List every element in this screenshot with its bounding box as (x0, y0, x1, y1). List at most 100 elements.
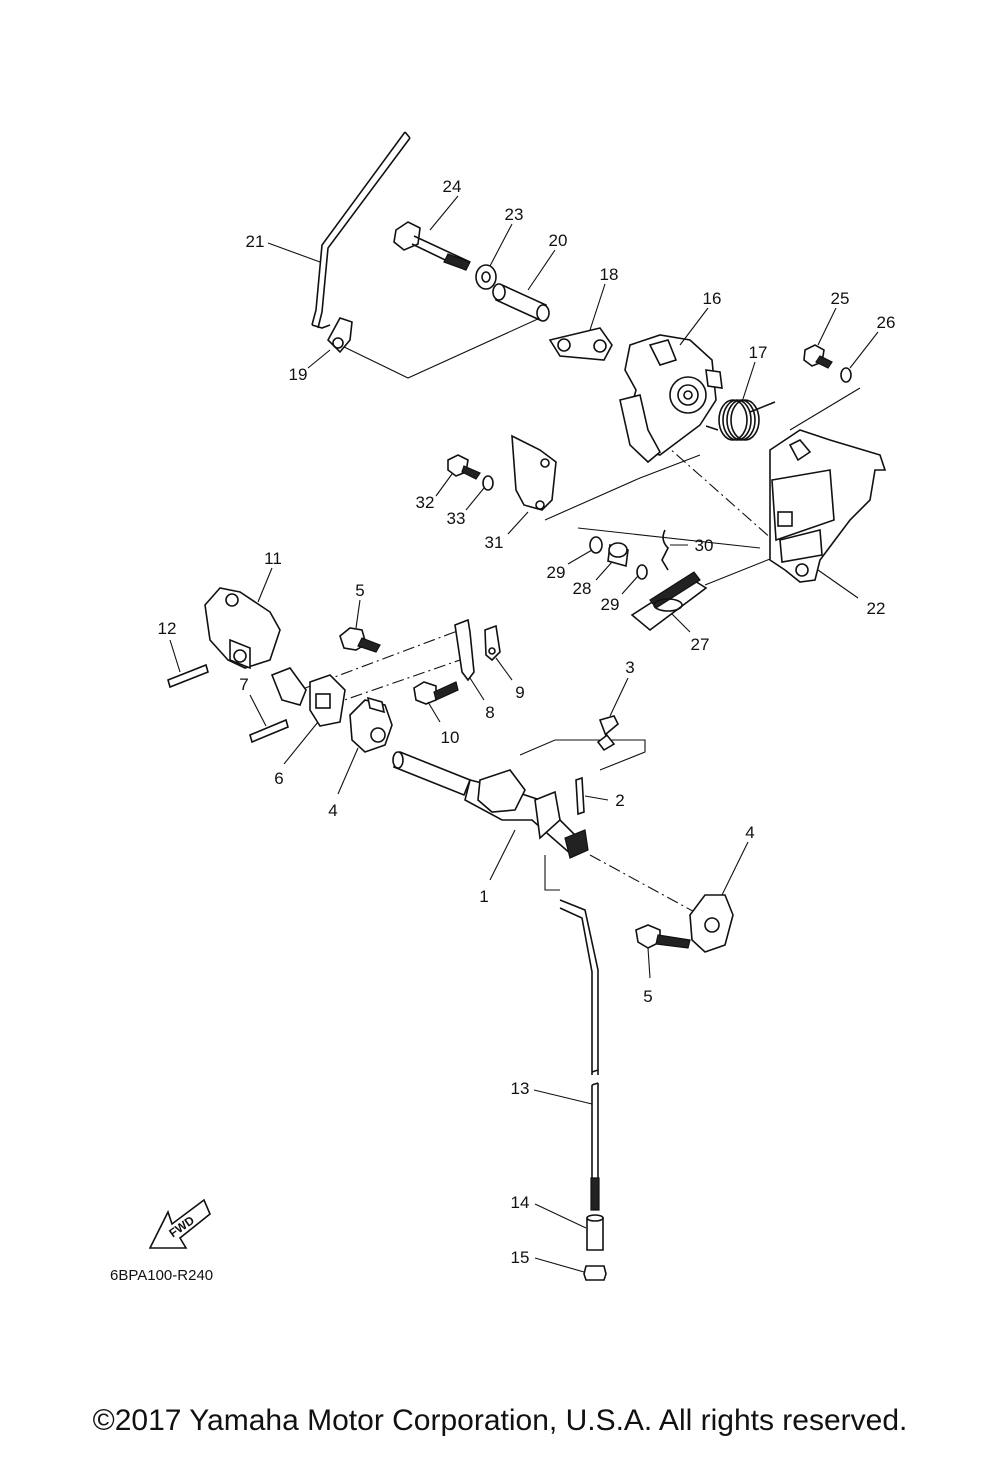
callout-3: 3 (609, 658, 635, 717)
callout-label: 21 (246, 232, 265, 251)
fwd-arrow-icon: FWD (148, 1198, 211, 1249)
callout-17: 17 (741, 343, 768, 403)
part-10-bolt (413, 681, 459, 705)
callout-5-upper: 5 (355, 581, 365, 629)
callout-label: 15 (511, 1248, 530, 1267)
part-8-plate (454, 618, 475, 682)
part-21-shift-rod (311, 131, 411, 329)
callout-33: 33 (447, 487, 485, 528)
callout-label: 4 (328, 801, 337, 820)
callout-5-lower: 5 (643, 947, 653, 1006)
part-9-plate (484, 624, 501, 662)
callout-label: 14 (511, 1193, 530, 1212)
callout-16: 16 (679, 289, 722, 346)
callout-25: 25 (817, 289, 850, 346)
callout-label: 20 (549, 231, 568, 250)
callout-24: 24 (429, 177, 462, 231)
part-2-pin (575, 776, 585, 816)
part-15-nut (583, 1265, 607, 1281)
part-33-washer (482, 475, 494, 491)
callout-32: 32 (416, 473, 453, 512)
part-13-rod (559, 899, 600, 1211)
callout-18: 18 (589, 265, 619, 331)
part-20-collar (492, 283, 550, 322)
callout-label: 23 (505, 205, 524, 224)
part-31-plate (511, 434, 557, 511)
diagram-code: 6BPA100-R240 (110, 1267, 213, 1284)
callout-13: 13 (511, 1079, 593, 1105)
assembly-lines (299, 317, 861, 916)
callout-label: 7 (239, 675, 248, 694)
copyright-notice: ©2017 Yamaha Motor Corporation, U.S.A. A… (92, 1404, 908, 1437)
callout-label: 24 (443, 177, 462, 196)
part-23-washer (475, 264, 497, 290)
part-3-clip (596, 715, 619, 752)
part-18-link (548, 327, 613, 361)
part-19-joint (327, 317, 353, 354)
callout-label: 25 (831, 289, 850, 308)
part-4-joint-lower (689, 894, 734, 953)
callout-label: 32 (416, 493, 435, 512)
part-7-pin (249, 718, 289, 744)
callout-label: 10 (441, 728, 460, 747)
callout-8: 8 (469, 677, 495, 722)
callout-label: 8 (485, 703, 494, 722)
callout-29-lower: 29 (601, 575, 639, 614)
callout-label: 29 (601, 595, 620, 614)
part-25-bolt (803, 344, 833, 369)
callout-19: 19 (289, 349, 331, 384)
part-16-lever-assembly (619, 334, 723, 464)
part-22-bracket (769, 429, 887, 583)
part-30-clip (661, 529, 669, 571)
callout-label: 33 (447, 509, 466, 528)
callout-label: 16 (703, 289, 722, 308)
callout-1: 1 (479, 829, 516, 906)
callout-7: 7 (239, 675, 267, 727)
part-29-washer-lower (636, 564, 648, 580)
part-5-bolt-upper (339, 627, 381, 653)
callout-label: 18 (600, 265, 619, 284)
callout-label: 2 (615, 791, 624, 810)
part-27-slider (630, 571, 708, 632)
part-14-sleeve (586, 1214, 604, 1251)
callout-label: 26 (877, 313, 896, 332)
part-12-pin (167, 663, 209, 689)
callout-6: 6 (274, 721, 319, 788)
callout-label: 5 (643, 987, 652, 1006)
callout-4-lower: 4 (721, 823, 755, 896)
callout-label: 31 (485, 533, 504, 552)
callout-label: 28 (573, 579, 592, 598)
callout-15: 15 (511, 1248, 585, 1273)
part-5-bolt-lower (635, 924, 691, 949)
callout-label: 9 (515, 683, 524, 702)
callout-9: 9 (495, 657, 525, 702)
callout-27: 27 (671, 613, 710, 654)
callouts: 24 23 20 21 18 16 25 26 (158, 177, 896, 1273)
callout-20: 20 (527, 231, 568, 291)
callout-label: 12 (158, 619, 177, 638)
callout-23: 23 (489, 205, 524, 267)
callout-29-upper: 29 (547, 549, 593, 582)
callout-label: 19 (289, 365, 308, 384)
callout-10: 10 (427, 701, 460, 747)
callout-2: 2 (584, 791, 625, 810)
callout-label: 30 (695, 536, 714, 555)
part-28-collar (607, 542, 629, 568)
callout-4-upper: 4 (328, 747, 359, 820)
callout-label: 3 (625, 658, 634, 677)
callout-label: 27 (691, 635, 710, 654)
part-32-bolt (447, 454, 481, 480)
part-6-cam (270, 667, 346, 727)
callout-31: 31 (485, 511, 529, 552)
callout-label: 11 (264, 549, 282, 568)
callout-28: 28 (573, 561, 613, 598)
part-24-bolt (393, 221, 471, 271)
part-17-spring (705, 399, 776, 441)
callout-label: 17 (749, 343, 768, 362)
callout-label: 1 (479, 887, 488, 906)
part-29-washer-upper (589, 536, 603, 554)
callout-label: 6 (274, 769, 283, 788)
callout-label: 13 (511, 1079, 530, 1098)
callout-label: 29 (547, 563, 566, 582)
